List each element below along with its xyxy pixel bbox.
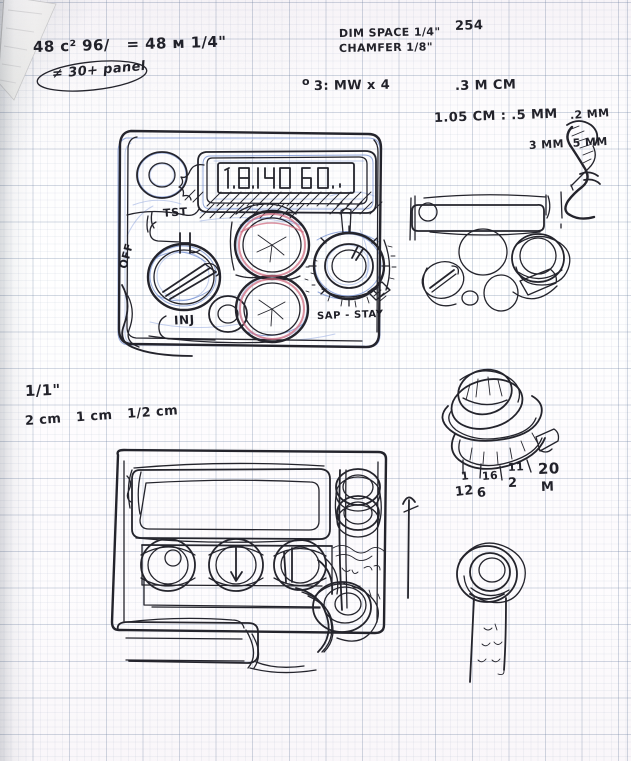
note-scale-fraction: 1/1" [24, 380, 62, 400]
panel-label-tst: TST [162, 205, 189, 220]
part-number-11: 11 [507, 460, 525, 474]
note-3mw4: 3: MW x 4 [313, 77, 391, 94]
part-number-m: M [540, 479, 555, 495]
panel-label-sap-stay: SAP - STAY [316, 308, 384, 323]
note-dim-space: DIM SPACE 1/4" [338, 25, 441, 40]
note-dim-2mm: .2 MM [569, 106, 610, 122]
panel-label-inj: INJ [173, 312, 196, 328]
part-number-2: 2 [507, 475, 518, 491]
part-number-6: 6 [476, 485, 487, 501]
part-number-16: 16 [481, 468, 499, 483]
part-number-20: 20 [537, 459, 560, 478]
note-marker-o: o [302, 75, 310, 88]
part-number-12: 12 [454, 483, 475, 500]
note-count-254: 254 [454, 18, 484, 34]
note-chamfer: CHAMFER 1/8" [338, 40, 434, 55]
part-number-1: 1 [460, 469, 470, 483]
note-dim-cm: .3 M CM [454, 77, 517, 94]
